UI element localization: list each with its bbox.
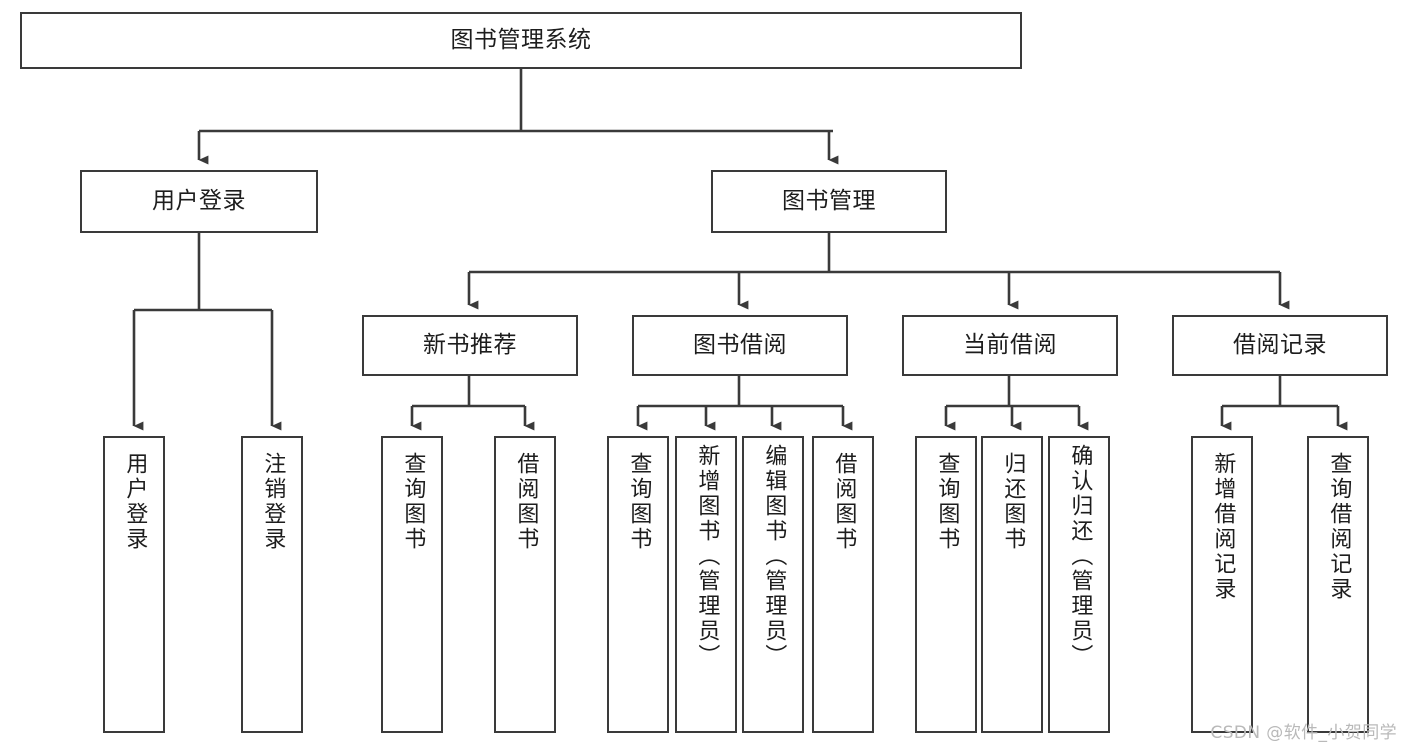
node-root-book-management-system[interactable]: 图书管理系统 <box>20 12 1022 69</box>
node-book-management[interactable]: 图书管理 <box>711 170 947 233</box>
node-label: 新增借阅记录 <box>1210 452 1236 602</box>
node-book-borrow[interactable]: 图书借阅 <box>632 315 848 376</box>
node-label: 图书管理系统 <box>450 27 592 54</box>
node-label: 注销登录 <box>260 452 286 552</box>
node-label: 查询图书 <box>400 452 426 552</box>
node-current-borrow[interactable]: 当前借阅 <box>902 315 1118 376</box>
leaf-current-return-book[interactable]: 归还图书 <box>981 436 1043 733</box>
node-label: 借阅图书 <box>513 452 539 552</box>
node-label: 图书管理 <box>782 188 876 215</box>
leaf-current-confirm-return-admin[interactable]: 确认归还（管理员） <box>1048 436 1110 733</box>
node-label: 借阅图书 <box>831 452 857 552</box>
leaf-recommend-query-book[interactable]: 查询图书 <box>381 436 443 733</box>
node-label: 用户登录 <box>152 188 246 215</box>
node-label: 归还图书 <box>1000 452 1026 552</box>
node-label: 确认归还（管理员） <box>1067 444 1093 669</box>
node-label: 查询借阅记录 <box>1326 452 1352 602</box>
node-new-book-recommend[interactable]: 新书推荐 <box>362 315 578 376</box>
node-label: 图书借阅 <box>693 332 787 359</box>
node-label: 当前借阅 <box>963 332 1057 359</box>
node-user-login[interactable]: 用户登录 <box>80 170 318 233</box>
node-label: 新书推荐 <box>423 332 517 359</box>
leaf-borrow-query-book[interactable]: 查询图书 <box>607 436 669 733</box>
leaf-user-login-logout[interactable]: 注销登录 <box>241 436 303 733</box>
leaf-borrow-add-book-admin[interactable]: 新增图书（管理员） <box>675 436 737 733</box>
leaf-borrow-borrow-book[interactable]: 借阅图书 <box>812 436 874 733</box>
node-label: 查询图书 <box>626 452 652 552</box>
node-label: 借阅记录 <box>1233 332 1327 359</box>
leaf-user-login-login[interactable]: 用户登录 <box>103 436 165 733</box>
node-label: 用户登录 <box>122 452 148 552</box>
leaf-record-add-record[interactable]: 新增借阅记录 <box>1191 436 1253 733</box>
watermark: CSDN @软件_小贺同学 <box>1210 723 1397 743</box>
node-label: 编辑图书（管理员） <box>761 444 787 669</box>
leaf-current-query-book[interactable]: 查询图书 <box>915 436 977 733</box>
node-borrow-record[interactable]: 借阅记录 <box>1172 315 1388 376</box>
leaf-recommend-borrow-book[interactable]: 借阅图书 <box>494 436 556 733</box>
node-label: 查询图书 <box>934 452 960 552</box>
node-label: 新增图书（管理员） <box>694 444 720 669</box>
leaf-borrow-edit-book-admin[interactable]: 编辑图书（管理员） <box>742 436 804 733</box>
leaf-record-query-record[interactable]: 查询借阅记录 <box>1307 436 1369 733</box>
